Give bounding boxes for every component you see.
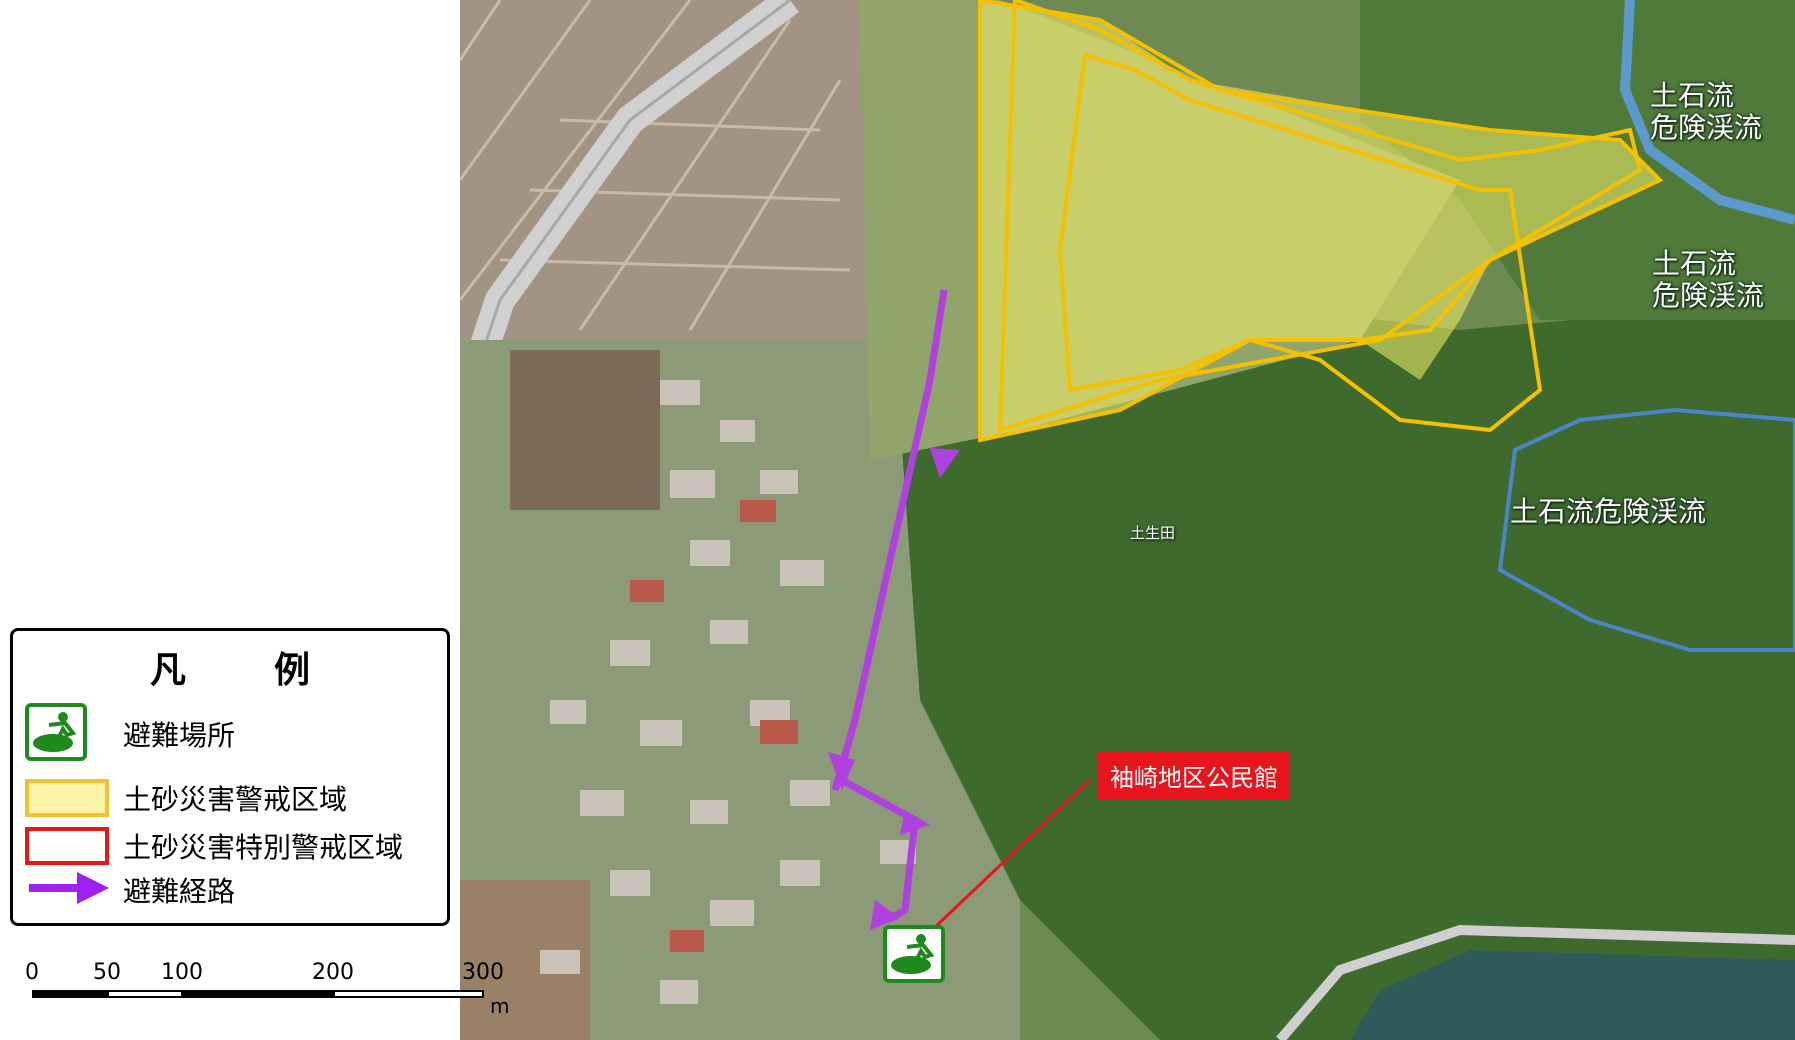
purple-arrow-icon bbox=[25, 868, 111, 912]
scale-segment-4 bbox=[333, 990, 484, 998]
evacuation-site-map-icon[interactable] bbox=[883, 925, 945, 983]
map-legend: 凡 例 避難場所 土砂災害警戒区域 土砂災害特別警戒区域 bbox=[10, 628, 450, 926]
legend-item-evacuation-route: 避難経路 bbox=[25, 865, 235, 915]
scale-tick-200: 200 bbox=[312, 960, 354, 985]
legend-label-evacuation-route: 避難経路 bbox=[123, 875, 236, 908]
red-zone-swatch bbox=[25, 827, 109, 865]
legend-title: 凡 例 bbox=[149, 650, 336, 691]
legend-item-warning-zone: 土砂災害警戒区域 bbox=[25, 773, 347, 823]
aerial-map[interactable]: 土石流 危険渓流 土石流 危険渓流 土石流危険渓流 土生田 袖崎地区公民館 bbox=[460, 0, 1795, 1040]
scale-tick-100: 100 bbox=[161, 960, 203, 985]
place-name-label: 土生田 bbox=[1130, 524, 1176, 542]
scale-tick-50: 50 bbox=[93, 960, 121, 985]
scale-bar: 0 50 100 200 300 m bbox=[20, 960, 540, 1020]
legend-label-special-warning-zone: 土砂災害特別警戒区域 bbox=[123, 831, 404, 864]
shelter-name-callout: 袖崎地区公民館 bbox=[1098, 752, 1290, 799]
scale-segment-3 bbox=[182, 990, 334, 998]
scale-segment-2 bbox=[107, 990, 183, 998]
debris-flow-stream-label-2: 土石流 危険渓流 bbox=[1652, 247, 1765, 312]
scale-tick-0: 0 bbox=[25, 960, 39, 985]
evacuation-site-icon bbox=[25, 703, 87, 765]
scale-unit: m bbox=[490, 994, 510, 1018]
debris-flow-stream-label-1: 土石流 危険渓流 bbox=[1650, 79, 1763, 144]
debris-flow-stream-label-3: 土石流危険渓流 bbox=[1510, 495, 1707, 528]
scale-tick-300: 300 bbox=[462, 960, 504, 985]
legend-label-evacuation-site: 避難場所 bbox=[123, 719, 236, 752]
scale-segment-1 bbox=[32, 990, 108, 998]
legend-item-evacuation-site: 避難場所 bbox=[25, 703, 236, 761]
legend-item-special-warning-zone: 土砂災害特別警戒区域 bbox=[25, 821, 403, 871]
yellow-zone-swatch bbox=[25, 779, 109, 817]
legend-label-warning-zone: 土砂災害警戒区域 bbox=[123, 783, 348, 816]
